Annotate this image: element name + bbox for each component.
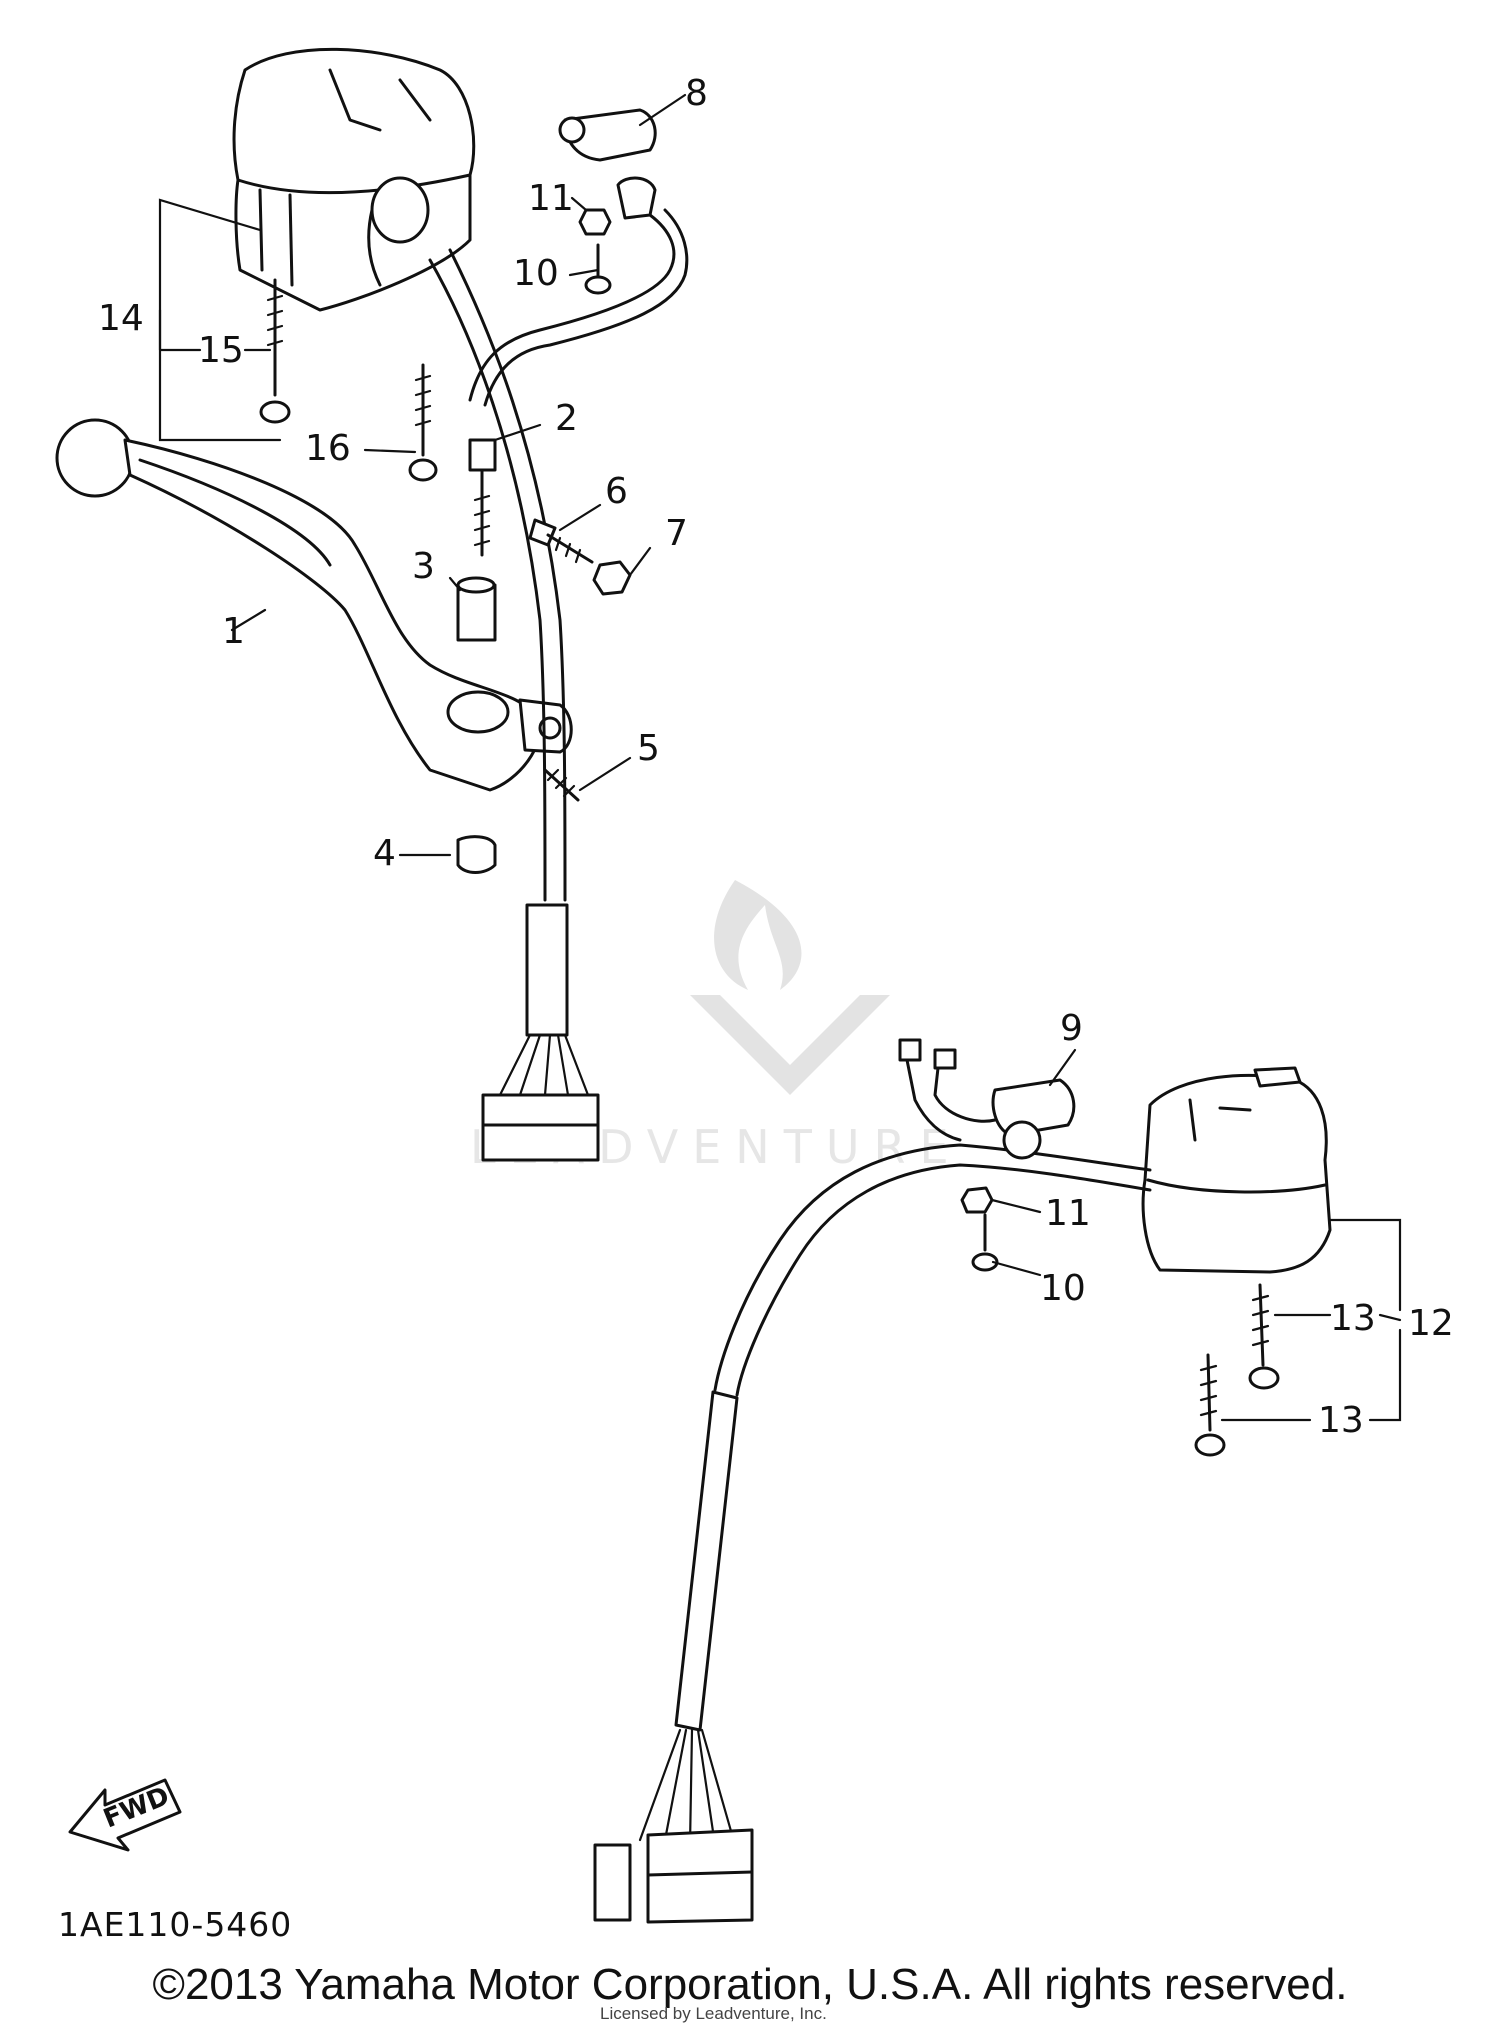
callout-13-upper: 13 (1330, 1298, 1376, 1339)
left-switch-housing (232, 47, 476, 312)
left-cable (428, 248, 600, 1162)
callout-labels: 1 2 3 4 5 6 7 8 9 10 11 12 13 13 14 15 1… (98, 73, 1454, 1441)
switch-9 (898, 1038, 1076, 1160)
right-switch-housing (1141, 1066, 1332, 1274)
callout-8: 8 (685, 73, 708, 114)
callout-9: 9 (1060, 1008, 1083, 1049)
callout-16: 16 (305, 428, 351, 469)
forward-arrow: FWD (68, 1778, 182, 1852)
callout-1: 1 (222, 611, 245, 652)
leader-lines (158, 93, 1402, 1422)
callout-6: 6 (605, 471, 628, 512)
switch-8 (558, 108, 657, 220)
callout-4: 4 (373, 833, 396, 874)
licensed-notice: Licensed by Leadventure, Inc. (600, 2004, 827, 2023)
callout-15: 15 (198, 330, 244, 371)
callout-5: 5 (637, 728, 660, 769)
callout-14: 14 (98, 298, 144, 339)
copyright-notice: ©2013 Yamaha Motor Corporation, U.S.A. A… (152, 1960, 1348, 2009)
callout-10: 10 (513, 253, 559, 294)
callout-11-right: 11 (1045, 1193, 1091, 1234)
right-small-parts (960, 1186, 1280, 1457)
callout-2: 2 (555, 398, 578, 439)
brake-lever (55, 418, 573, 792)
callout-11: 11 (528, 178, 574, 219)
callout-13-lower: 13 (1318, 1400, 1364, 1441)
diagram-code: 1AE110-5460 (58, 1905, 293, 1944)
callout-7: 7 (665, 513, 688, 554)
switch-8-wire (468, 208, 689, 407)
right-cable (593, 1143, 1152, 1924)
callout-3: 3 (412, 546, 435, 587)
callout-10-right: 10 (1040, 1268, 1086, 1309)
callout-12: 12 (1408, 1303, 1454, 1344)
left-small-parts (259, 208, 632, 874)
